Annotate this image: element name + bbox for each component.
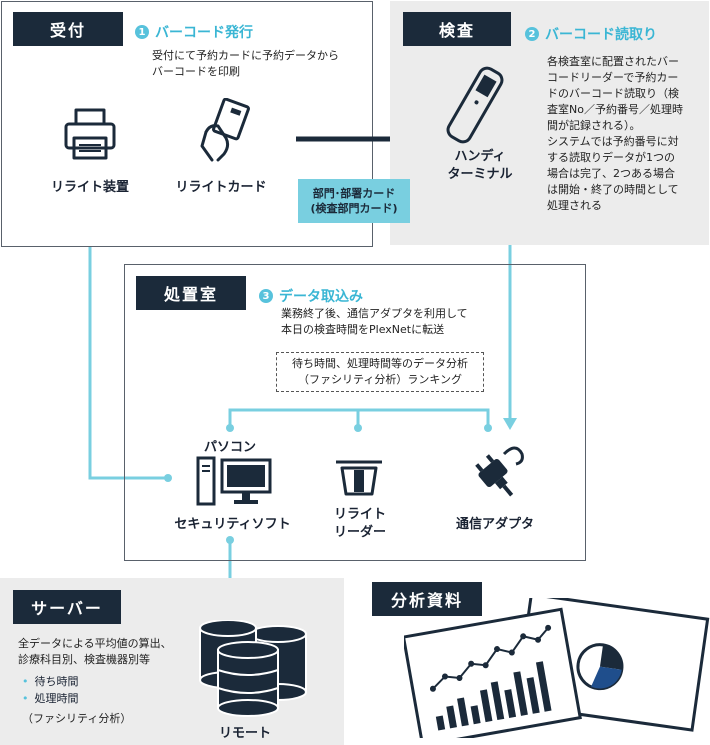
analysis-line: （ファシリティ分析）ランキング bbox=[297, 373, 462, 386]
materials-title: 分析資料 bbox=[372, 582, 482, 616]
server-bullets: 待ち時間 処理時間 bbox=[22, 673, 79, 707]
tag-line: 部門･部署カード bbox=[312, 187, 396, 200]
reception-description: 受付にて予約カードに予約データから バーコードを印刷 bbox=[152, 48, 339, 80]
desc-line: ドのバーコード読取り（検 bbox=[547, 87, 679, 100]
analysis-report-icon bbox=[404, 598, 710, 738]
bullet-item: 待ち時間 bbox=[22, 673, 79, 690]
step-number: 1 bbox=[135, 25, 149, 39]
step-label: バーコード発行 bbox=[155, 25, 253, 41]
printer-label: リライト装置 bbox=[50, 180, 129, 195]
treatment-title: 処置室 bbox=[136, 276, 246, 310]
exam-title: 検査 bbox=[403, 12, 511, 46]
treatment-panel bbox=[124, 264, 586, 561]
step-number: 2 bbox=[525, 27, 539, 41]
desc-line: 各検査室に配置されたバー bbox=[547, 55, 679, 68]
rewrite-reader-icon bbox=[336, 460, 382, 496]
reception-step: 1 バーコード発行 bbox=[135, 22, 253, 42]
desc-line: 間が記録される）。 bbox=[547, 119, 641, 132]
reception-title: 受付 bbox=[13, 12, 123, 46]
label-line: ターミナル bbox=[447, 167, 513, 182]
analysis-line: 待ち時間、処理時間等のデータ分析 bbox=[292, 357, 468, 370]
desc-line: 本日の検査時間をPlexNetに転送 bbox=[281, 323, 445, 336]
reception-to-pc-line bbox=[88, 218, 168, 480]
tag-line: (検査部門カード) bbox=[310, 202, 398, 215]
adapter-label: 通信アダプタ bbox=[455, 517, 534, 532]
desc-line: 査室No／予約番号／処理時 bbox=[547, 103, 683, 116]
server-description: 全データによる平均値の算出、 診療科目別、検査機器別等 bbox=[18, 636, 172, 668]
desc-line: システムでは予約番号に対 bbox=[547, 135, 679, 148]
treatment-description: 業務終了後、通信アダプタを利用して 本日の検査時間をPlexNetに転送 bbox=[281, 306, 468, 338]
database-icon bbox=[199, 620, 307, 717]
step-label: データ取込み bbox=[279, 289, 363, 305]
treatment-step: 3 データ取込み bbox=[259, 286, 363, 306]
desc-line: する読取りデータが1つの bbox=[547, 151, 675, 164]
pc-top-label: パソコン bbox=[203, 440, 256, 455]
bullet-item: 処理時間 bbox=[22, 690, 79, 707]
server-note: （ファシリティ分析） bbox=[22, 712, 132, 725]
card-label: リライトカード bbox=[175, 180, 267, 195]
database-label: リモート bbox=[218, 726, 271, 741]
exam-description: 各検査室に配置されたバー コードリーダーで予約カー ドのバーコード読取り（検 査… bbox=[547, 54, 707, 214]
exam-step: 2 バーコード読取り bbox=[525, 24, 657, 44]
dept-card-tag: 部門･部署カード (検査部門カード) bbox=[298, 179, 410, 223]
desc-line: 診療科目別、検査機器別等 bbox=[18, 653, 150, 666]
label-line: リライト bbox=[333, 507, 386, 522]
pc-bottom-label: セキュリティソフト bbox=[174, 517, 291, 532]
card-hand-icon bbox=[200, 98, 250, 162]
label-line: リーダー bbox=[333, 525, 386, 540]
step-label: バーコード読取り bbox=[545, 27, 657, 43]
desc-line: 場合は完了、2つある場合 bbox=[547, 167, 675, 180]
rewrite-reader-label: リライト リーダー bbox=[310, 506, 410, 542]
desc-line: 全データによる平均値の算出、 bbox=[18, 637, 172, 650]
handy-terminal-icon bbox=[446, 66, 504, 144]
plug-adapter-icon bbox=[475, 446, 524, 497]
desc-line: 業務終了後、通信アダプタを利用して bbox=[281, 307, 468, 320]
desc-line: 処理される bbox=[547, 199, 602, 212]
analysis-box: 待ち時間、処理時間等のデータ分析 （ファシリティ分析）ランキング bbox=[276, 352, 484, 392]
desc-line: 受付にて予約カードに予約データから bbox=[152, 49, 339, 62]
desc-line: は開始・終了の時間として bbox=[547, 183, 679, 196]
desc-line: コードリーダーで予約カー bbox=[547, 71, 679, 84]
pc-icon bbox=[196, 456, 272, 506]
label-line: ハンディ bbox=[454, 149, 506, 164]
step-number: 3 bbox=[259, 289, 273, 303]
server-title: サーバー bbox=[13, 590, 121, 624]
printer-icon bbox=[64, 108, 116, 160]
desc-line: バーコードを印刷 bbox=[152, 65, 240, 78]
handy-terminal-label: ハンディ ターミナル bbox=[425, 148, 535, 184]
